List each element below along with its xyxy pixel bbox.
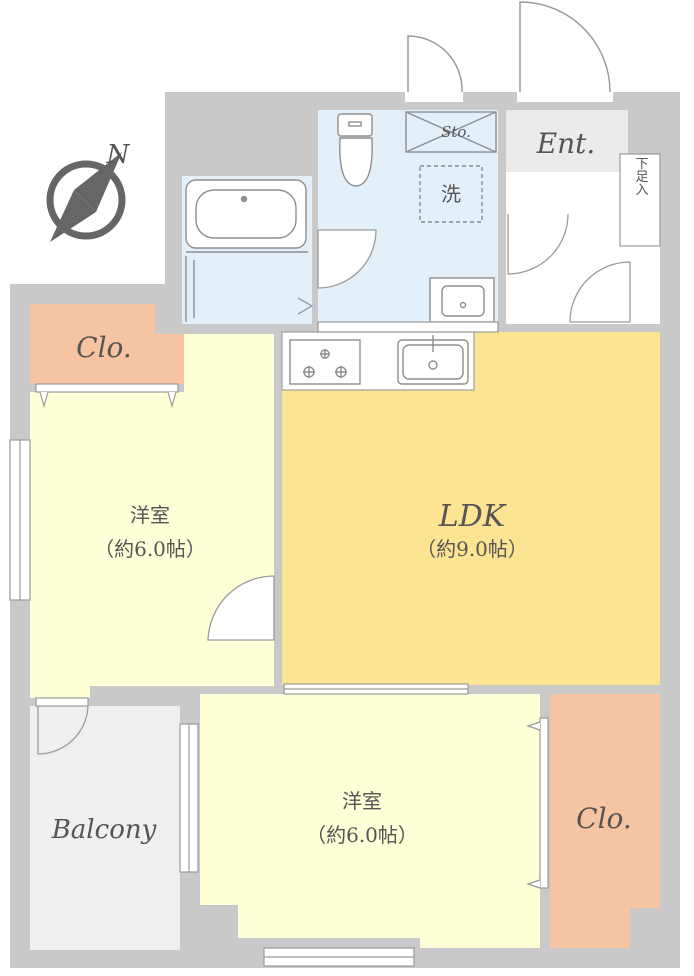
western-room-bottom-floor (200, 694, 540, 948)
entrance-floor (506, 110, 628, 172)
closet-top-floor (30, 304, 184, 384)
interior-doors (37, 213, 631, 755)
fixtures (185, 111, 497, 385)
room-fills (30, 110, 661, 950)
room-labels: Clo. 洋室 （約6.0帖） LDK （約9.0帖） 洋室 （約6.0帖） C… (51, 123, 648, 847)
washer-pan (419, 165, 483, 223)
western-room-top-label: 洋室 (130, 503, 170, 527)
washroom-floor (318, 110, 498, 324)
toilet-icon (337, 113, 373, 187)
bathtub-icon (185, 179, 307, 249)
balcony-label: Balcony (51, 815, 157, 845)
closet-right-floor (550, 694, 660, 948)
windows (9, 321, 499, 967)
western-room-top-floor (30, 334, 274, 698)
ldk-label: LDK (438, 499, 507, 534)
ldk-floor (282, 332, 660, 685)
balcony-floor (30, 706, 180, 950)
exterior-doors (405, 1, 613, 102)
western-room-bottom-label: 洋室 (342, 789, 382, 813)
storage-label: Sto. (441, 123, 471, 141)
entrance-label: Ent. (536, 127, 596, 160)
western-room-top-size: （約6.0帖） (94, 537, 206, 561)
north-label: N (106, 140, 131, 170)
closet-doors (35, 383, 549, 889)
storage-box (405, 111, 497, 153)
stove-icon (289, 339, 361, 385)
shoe-box (619, 153, 661, 247)
kitchen-sink-icon (397, 335, 469, 385)
north-compass-icon: N (46, 140, 131, 242)
washer-label: 洗 (441, 182, 461, 206)
western-room-bottom-size: （約6.0帖） (306, 823, 418, 847)
closet-right-label: Clo. (576, 802, 632, 835)
ldk-size: （約9.0帖） (416, 537, 528, 561)
shoe-box-label: 下足入 (633, 157, 649, 196)
closet-top-label: Clo. (76, 331, 132, 364)
